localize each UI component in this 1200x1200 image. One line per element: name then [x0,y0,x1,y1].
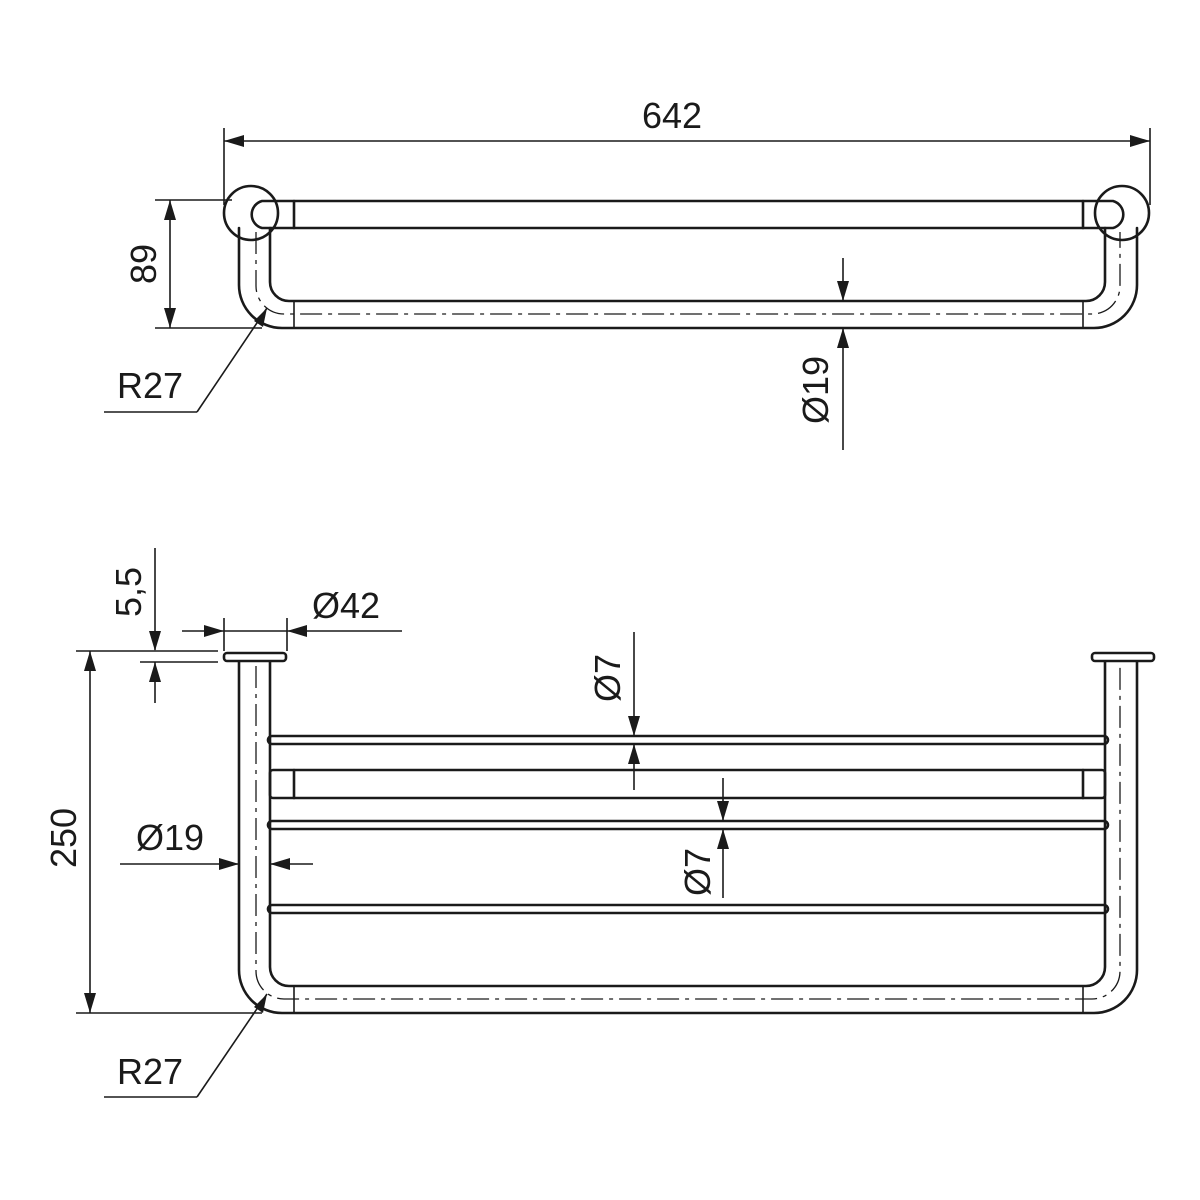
shelf-bar-bottom [266,903,1110,915]
shelf-bar-middle [266,819,1110,831]
front-radius-leader: R27 [104,993,268,1098]
top-width-label: 642 [642,95,702,136]
shelf-bar-top [266,734,1110,746]
front-height-label: 250 [43,808,84,868]
upper-bar-diameter-label: Ø7 [587,654,628,702]
left-flange-plate [222,651,288,663]
top-width-dimension: 642 [223,95,1151,205]
right-wall-flange [1093,184,1151,242]
flange-diameter-label: Ø42 [312,585,380,626]
right-flange-plate [1090,651,1156,663]
flange-thickness-label: 5,5 [108,567,149,617]
top-view: 642 89 [104,95,1151,450]
shelf-rear-bar [268,768,1107,800]
flange-thickness-dimension: 5,5 [108,548,218,703]
front-radius-label: R27 [117,1051,183,1092]
top-tube-frame [237,226,1139,330]
top-height-dimension: 89 [123,199,262,329]
left-wall-flange [222,184,280,242]
top-tube-diameter-label: Ø19 [795,356,836,424]
top-radius-label: R27 [117,365,183,406]
top-shelf-bar [250,199,1125,230]
front-tube-diameter-dimension: Ø19 [120,817,313,870]
lower-bar-diameter-dimension: Ø7 [677,778,729,898]
top-height-label: 89 [123,244,164,284]
front-view: 5,5 Ø42 250 [43,548,1156,1098]
front-tube-frame [237,660,1139,1015]
upper-bar-diameter-dimension: Ø7 [587,632,640,790]
lower-bar-diameter-label: Ø7 [677,848,718,896]
front-height-dimension: 250 [43,650,262,1014]
top-tube-diameter-dimension: Ø19 [795,258,849,450]
top-radius-leader: R27 [104,307,268,413]
front-tube-diameter-label: Ø19 [136,817,204,858]
flange-diameter-dimension: Ø42 [182,585,402,651]
